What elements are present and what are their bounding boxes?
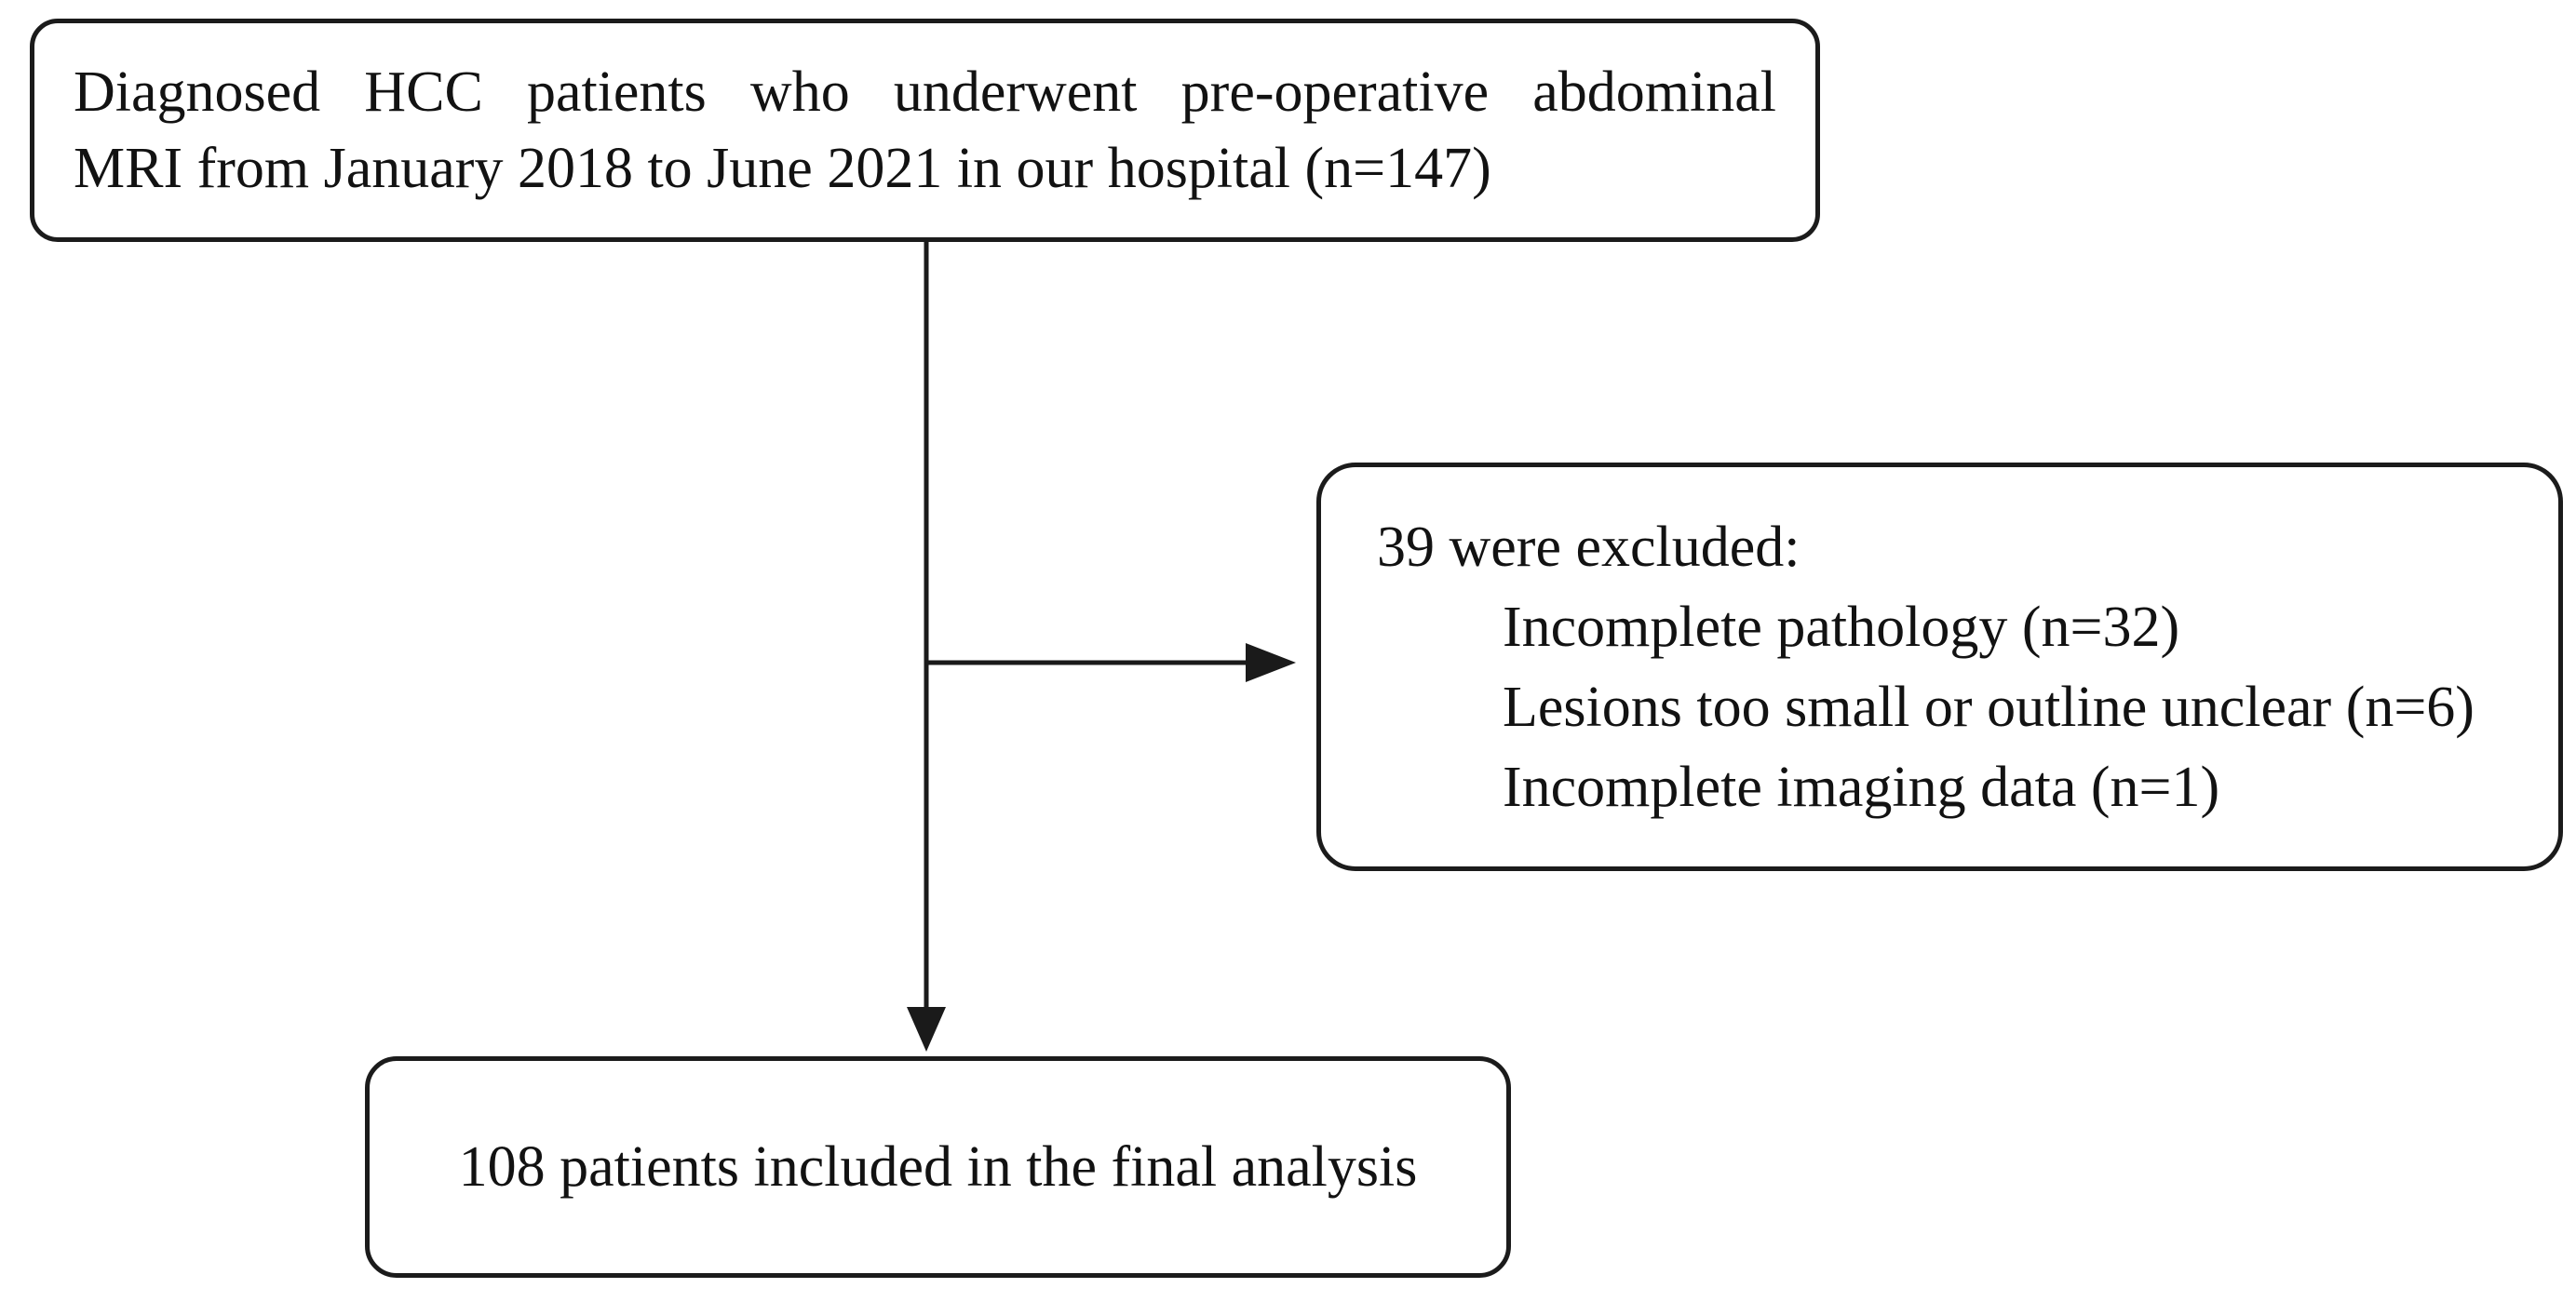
excluded-title: 39 were excluded: xyxy=(1377,515,1801,579)
down-arrow-icon xyxy=(907,1007,946,1052)
final-analysis-box: 108 patients included in the final analy… xyxy=(365,1056,1511,1278)
eligible-patients-text-line2: MRI from January 2018 to June 2021 in ou… xyxy=(74,137,1491,200)
eligible-patients-box: Diagnosed HCC patients who underwent pre… xyxy=(30,19,1820,242)
eligible-patients-text-line1: Diagnosed HCC patients who underwent pre… xyxy=(74,60,1776,124)
excluded-item-imaging: Incomplete imaging data (n=1) xyxy=(1503,755,2220,819)
excluded-item-lesions: Lesions too small or outline unclear (n=… xyxy=(1503,675,2475,739)
right-arrow-icon xyxy=(1246,643,1296,682)
excluded-patients-box: 39 were excluded: Incomplete pathology (… xyxy=(1316,463,2563,871)
excluded-item-pathology: Incomplete pathology (n=32) xyxy=(1503,595,2180,659)
final-analysis-text: 108 patients included in the final analy… xyxy=(458,1135,1418,1199)
